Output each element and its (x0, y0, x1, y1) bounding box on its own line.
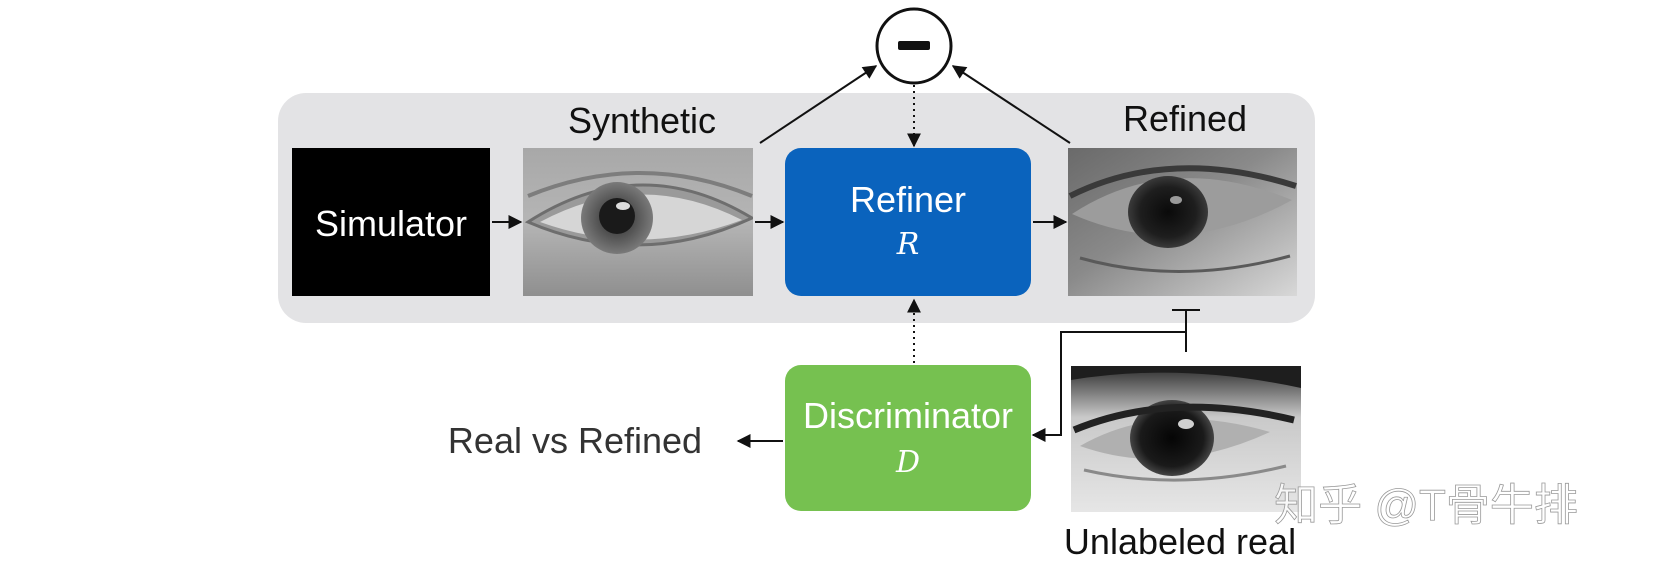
discriminator-box (785, 365, 1031, 511)
refiner-box (785, 148, 1031, 296)
synthetic-eye-image (523, 148, 753, 296)
synthetic-label: Synthetic (568, 100, 716, 141)
unlabeled-real-eye-image (1071, 366, 1301, 512)
arrow-refined-to-discriminator (1031, 310, 1187, 442)
output-label: Real vs Refined (448, 420, 702, 461)
refined-label: Refined (1123, 98, 1247, 139)
discriminator-symbol: D (895, 445, 920, 480)
watermark-text: 知乎 @T骨牛排 (1274, 481, 1578, 530)
minus-icon (898, 41, 930, 50)
refiner-title: Refiner (850, 179, 966, 220)
arrow-synthetic-to-minus (759, 65, 878, 144)
unlabeled-real-label: Unlabeled real (1064, 521, 1296, 562)
simulator-label: Simulator (315, 203, 467, 244)
discriminator-title: Discriminator (803, 395, 1013, 436)
refiner-symbol: R (896, 227, 920, 262)
refined-eye-image (1068, 148, 1297, 296)
arrow-refined-to-minus (951, 65, 1071, 144)
flow-arrows (492, 65, 1200, 448)
simulator-box (292, 148, 490, 296)
